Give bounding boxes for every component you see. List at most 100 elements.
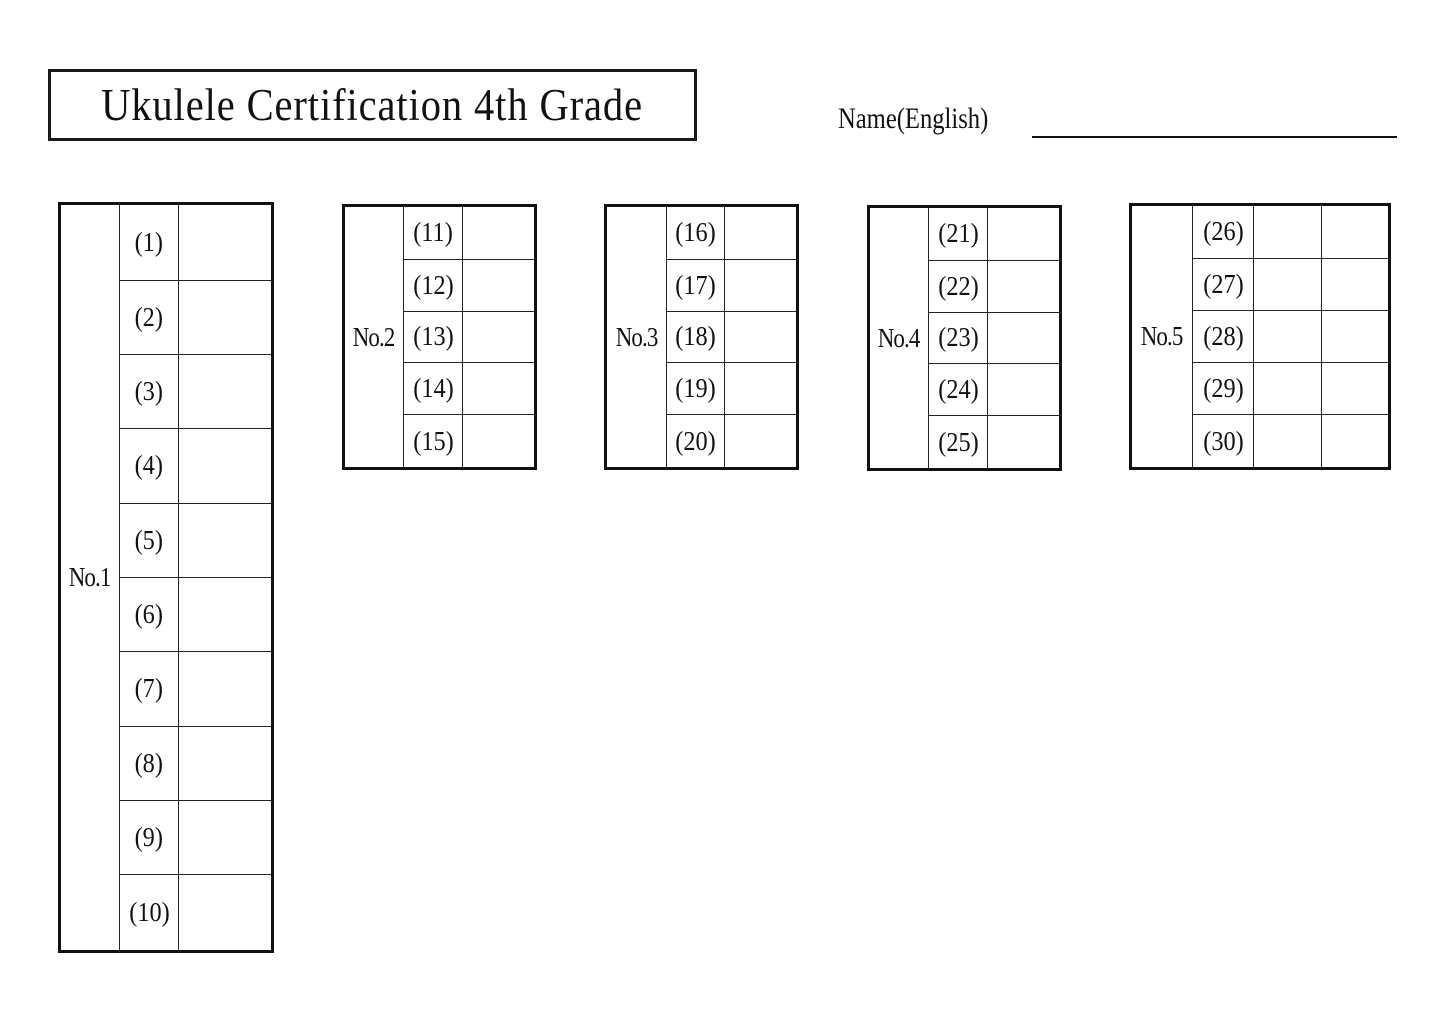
table-row: (20) — [606, 414, 798, 469]
section-table-no3: No.3 (16) (17) (18) (19) (20) — [604, 204, 799, 470]
answer-cell-14[interactable] — [462, 362, 536, 416]
question-number: (4) — [134, 450, 164, 481]
name-label: Name(English) — [838, 102, 989, 135]
answer-cell-26b[interactable] — [1321, 204, 1390, 259]
answer-cell-11[interactable] — [462, 205, 536, 260]
answer-cell-10[interactable] — [178, 874, 273, 952]
section-label-cell: No.2 — [343, 205, 404, 469]
answer-cell-19[interactable] — [724, 362, 798, 416]
answer-cell-2[interactable] — [178, 279, 273, 355]
section-label-cell: No.1 — [59, 203, 120, 952]
answer-cell-29b[interactable] — [1321, 362, 1390, 416]
answer-cell-28b[interactable] — [1321, 309, 1390, 364]
question-number: (9) — [134, 822, 164, 853]
answer-cell-4[interactable] — [178, 428, 273, 504]
question-number-cell: (24) — [928, 363, 988, 417]
question-number-cell: (28) — [1192, 309, 1254, 364]
answer-cell-27b[interactable] — [1321, 257, 1390, 311]
answer-cell-25[interactable] — [987, 415, 1061, 470]
answer-cell-8[interactable] — [178, 725, 273, 801]
question-number-cell: (13) — [403, 310, 463, 364]
question-number-cell: (11) — [403, 205, 463, 260]
table-row: No.5 (26) — [1130, 204, 1390, 469]
question-number: (22) — [937, 270, 979, 301]
table-row: (8) — [60, 725, 273, 801]
section-label: No.5 — [1141, 321, 1184, 351]
answer-cell-6[interactable] — [178, 576, 273, 653]
question-number: (27) — [1202, 268, 1244, 299]
table-row: (18) — [606, 310, 798, 364]
question-number: (1) — [134, 226, 164, 257]
table-row: (24) — [869, 363, 1061, 417]
table-row: (4) — [60, 428, 273, 504]
answer-cell-23[interactable] — [987, 311, 1061, 365]
answer-cell-5[interactable] — [178, 502, 273, 578]
answer-cell-18[interactable] — [724, 310, 798, 364]
question-number-cell: (19) — [666, 362, 725, 416]
question-number-cell: (4) — [119, 428, 179, 504]
question-number-cell: (10) — [119, 874, 179, 952]
table-row: (3) — [60, 353, 273, 430]
section-table-no2: No.2 (11) (12) (13) (14) (15) — [342, 204, 537, 470]
answer-cell-21[interactable] — [987, 206, 1061, 261]
question-number: (6) — [134, 599, 164, 630]
answer-cell-22[interactable] — [987, 259, 1061, 313]
question-number-cell: (1) — [119, 203, 179, 281]
question-number: (13) — [412, 321, 454, 352]
answer-cell-29a[interactable] — [1253, 362, 1322, 416]
question-number-cell: (2) — [119, 279, 179, 355]
answer-cell-1[interactable] — [178, 203, 273, 281]
table-row: (28) — [1131, 309, 1390, 364]
answer-cell-20[interactable] — [724, 414, 798, 469]
table-row: (5) — [60, 502, 273, 578]
answer-cell-16[interactable] — [724, 205, 798, 260]
table-row: (15) — [344, 414, 536, 469]
question-number-cell: (9) — [119, 799, 179, 876]
name-field-group: Name(English) — [838, 102, 1397, 138]
name-field[interactable] — [1032, 136, 1397, 138]
question-number-cell: (6) — [119, 576, 179, 653]
answer-cell-27a[interactable] — [1253, 257, 1322, 311]
answer-cell-30b[interactable] — [1321, 414, 1390, 469]
answer-cell-3[interactable] — [178, 353, 273, 430]
answer-cell-30a[interactable] — [1253, 414, 1322, 469]
question-number: (29) — [1202, 373, 1244, 404]
question-number-cell: (30) — [1192, 414, 1254, 469]
question-number-cell: (16) — [666, 205, 725, 260]
answer-cell-15[interactable] — [462, 414, 536, 469]
answer-cell-13[interactable] — [462, 310, 536, 364]
answer-cell-24[interactable] — [987, 363, 1061, 417]
answer-cell-12[interactable] — [462, 258, 536, 312]
question-number-cell: (5) — [119, 502, 179, 578]
table-row: (14) — [344, 362, 536, 416]
question-number-cell: (26) — [1192, 204, 1254, 259]
table-row: (17) — [606, 258, 798, 312]
section-label: No.3 — [615, 321, 659, 352]
question-number-cell: (29) — [1192, 362, 1254, 416]
section-label: No.4 — [878, 322, 921, 353]
question-number-cell: (3) — [119, 353, 179, 430]
answer-cell-26a[interactable] — [1253, 204, 1322, 259]
answer-cell-7[interactable] — [178, 651, 273, 727]
answer-cell-28a[interactable] — [1253, 309, 1322, 364]
section-table-no5: No.5 (26) (27) (28) (29) (30) — [1129, 203, 1391, 470]
table-row: (29) — [1131, 362, 1390, 416]
question-number: (16) — [675, 217, 716, 248]
question-number: (17) — [675, 269, 716, 300]
question-number-cell: (27) — [1192, 257, 1254, 311]
question-number: (21) — [937, 218, 979, 249]
table-row: (23) — [869, 311, 1061, 365]
question-number: (28) — [1202, 320, 1244, 351]
question-number: (30) — [1202, 425, 1244, 456]
answer-cell-17[interactable] — [724, 258, 798, 312]
question-number: (18) — [675, 321, 716, 352]
question-number-cell: (14) — [403, 362, 463, 416]
question-number: (26) — [1202, 216, 1244, 247]
question-number: (2) — [134, 301, 164, 332]
question-number: (5) — [134, 524, 164, 555]
table-row: (9) — [60, 799, 273, 876]
table-row: (6) — [60, 576, 273, 653]
answer-cell-9[interactable] — [178, 799, 273, 876]
question-number-cell: (23) — [928, 311, 988, 365]
